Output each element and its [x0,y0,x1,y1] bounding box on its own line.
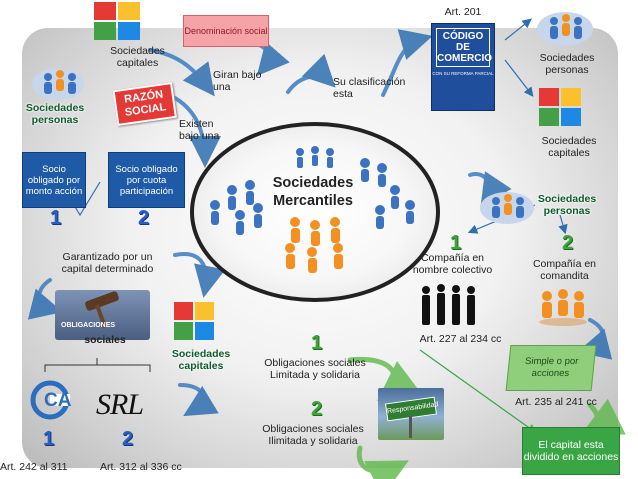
codigo-line1: CÓDIGO [442,31,484,42]
right-number-1: 1 [450,232,462,254]
denominacion-box: Denominación social [183,15,269,47]
orange-people-icon [535,286,590,328]
people-group-icon [30,62,85,102]
business-people-icon [416,282,482,328]
bottom-left-number-2: 2 [122,428,134,450]
existen-label: Existen bajo una [179,118,220,142]
left-soc-capitales-label: Sociedades capitales [171,348,231,372]
codigo-line2: DE [456,42,470,53]
people-group-icon-right-mid [478,186,536,226]
oblig-limitada-label: Obligaciones sociales Limitada y solidar… [264,357,366,381]
socio-cuota-box: Socio obligado por cuota participación [108,152,185,208]
art235-label: Art. 235 al 241 cc [515,396,597,408]
art312-label: Art. 312 al 336 cc [100,461,182,473]
ca-logo-icon: CA [30,380,78,420]
srl-logo: SRL [96,388,144,421]
socio-monto-label: Socio obligado por monto acción [25,163,83,197]
socio-monto-box: Socio obligado por monto acción [22,152,86,208]
sociales-label: sociales [84,334,126,346]
capital-dividido-label: El capital esta dividido en acciones [523,439,619,463]
left-number-2: 2 [138,207,150,229]
top-soc-capitales-label: Sociedades capitales [110,45,165,69]
obligaciones-img-text: OBLIGACIONES [61,322,116,329]
puzzle-icon-left [170,300,220,344]
codigo-sub: CON SU REFORMA PARCIAL [432,71,494,76]
ca-logo-text: CA [44,390,72,411]
garantizado-label: Garantizado por un capital determinado [61,251,154,275]
left-soc-personas-label: Sociedades personas [25,102,85,126]
compania-colectivo-label: Compañía en nombre colectivo [412,252,493,276]
art227-label: Art. 227 al 234 cc [419,333,502,345]
people-group-icon-right-top [535,5,595,50]
compania-comandita-label: Compañía en comandita [532,258,597,282]
responsabilidad-sign-icon: Responsabilidad [378,388,444,440]
denominacion-label: Denominación social [184,26,268,36]
obligaciones-gavel-icon: OBLIGACIONES [55,290,150,340]
puzzle-icon [88,0,148,45]
capital-dividido-box: El capital esta dividido en acciones [522,427,620,475]
bottom-number-1: 1 [311,332,323,354]
codigo-line3: COMERCIO [437,53,492,64]
art242-label: Art. 242 al 311 [0,461,68,473]
art201-label: Art. 201 [444,6,482,18]
simple-label: Simple o por acciones [524,356,579,379]
central-title-line2: Mercantiles [273,193,353,209]
right-soc-capitales-top-label: Sociedades capitales [541,135,597,159]
simple-box: Simple o por acciones [505,345,597,391]
right-soc-personas-top-label: Sociedades personas [539,52,595,76]
right-soc-personas-mid-label: Sociedades personas [537,193,597,217]
oblig-ilimitada-label: Obligaciones sociales Ilimitada y solida… [262,423,364,447]
codigo-comercio-book-icon: CÓDIGO DE COMERCIO CON SU REFORMA PARCIA… [431,23,495,111]
central-title: Sociedades Mercantiles [253,174,373,210]
central-title-line1: Sociedades [272,175,354,191]
right-number-2: 2 [562,232,574,254]
left-number-1: 1 [50,207,62,229]
clasificacion-label: Su clasificación esta [333,76,406,100]
socio-cuota-label: Socio obligado por cuota participación [115,163,178,197]
bottom-number-2: 2 [311,398,323,420]
giran-label: Giran bajo una [213,69,262,93]
razon-social-icon: RAZÓN SOCIAL [112,82,178,130]
puzzle-icon-right [535,86,587,130]
bottom-left-number-1: 1 [43,428,55,450]
